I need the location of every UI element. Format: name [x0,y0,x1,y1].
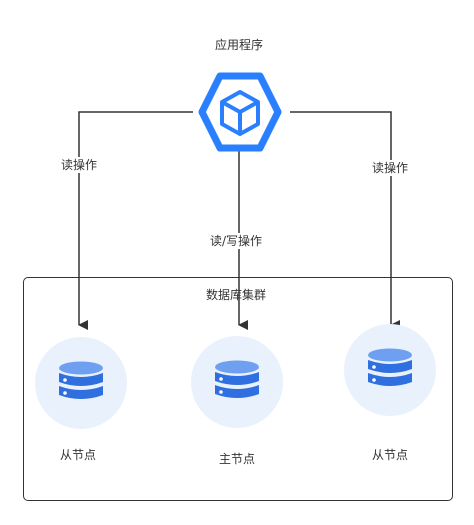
edge-left-label: 读操作 [60,157,99,173]
edge-right-label: 读操作 [371,160,410,176]
node-right-label: 从节点 [372,448,409,462]
edge-left-line [78,111,193,330]
database-center-icon [191,336,283,428]
edge-right-line [290,111,400,330]
app-title: 应用程序 [215,38,264,52]
database-left-icon [35,337,127,429]
database-right-icon [344,324,436,416]
database-cluster-box [23,277,453,501]
node-center-label: 主节点 [219,452,256,466]
cluster-title: 数据库集群 [206,288,267,302]
edge-center-label: 读/写操作 [209,233,264,249]
application-icon [198,72,282,152]
node-left-label: 从节点 [60,448,97,462]
